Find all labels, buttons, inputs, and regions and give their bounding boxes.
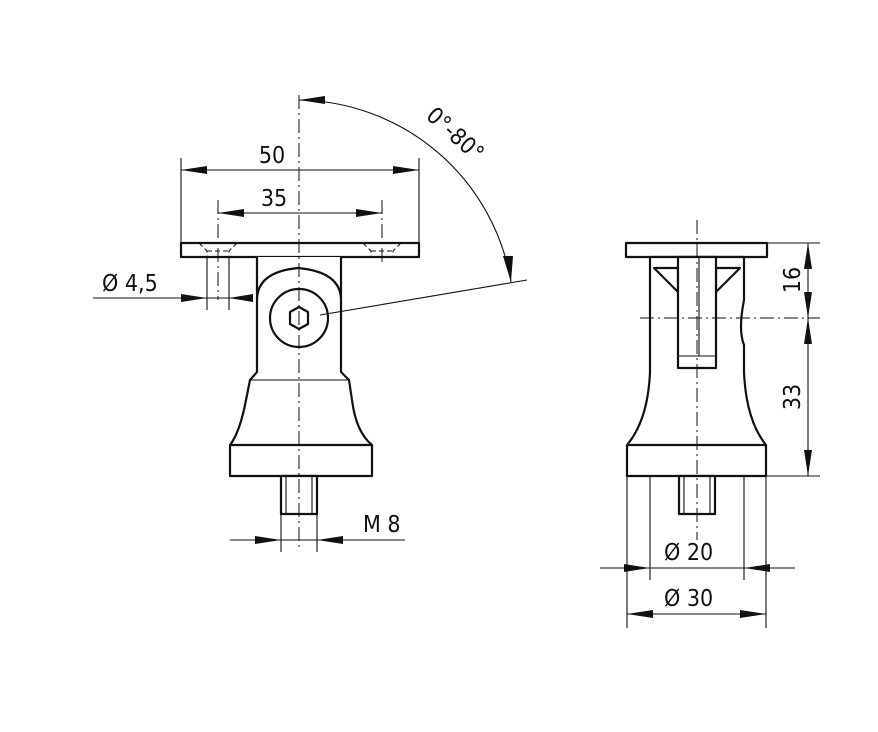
dim-hole-diameter-label: Ø 4,5 [102,271,158,297]
dim-hole-spacing-label: 35 [261,186,287,212]
dim-width-total-label: 50 [259,143,285,169]
dim-diameter-inner: Ø 20 [600,476,795,580]
countersunk-hole-left [198,200,238,300]
dim-width-total: 50 [180,143,420,243]
side-view [624,220,820,540]
dim-height-upper-label: 16 [780,267,806,293]
dim-hole-spacing: 35 [218,186,382,217]
front-view [179,95,421,548]
dim-diameter-outer: Ø 30 [626,476,767,628]
joint-body [255,257,343,302]
dim-hole-diameter: Ø 4,5 [93,257,253,310]
dim-thread-label: M 8 [363,512,401,538]
dim-height-lower: 33 [766,318,820,477]
dim-thread: M 8 [230,512,405,552]
dim-angle-range: 0°-80° [298,96,528,316]
dim-height-upper: 16 [767,242,820,318]
countersunk-hole-right [362,200,402,265]
dim-diameter-outer-label: Ø 30 [664,586,713,612]
dim-diameter-inner-label: Ø 20 [664,540,713,566]
dim-angle-range-label: 0°-80° [421,103,489,168]
mounting-plate [179,241,421,259]
dim-height-lower-label: 33 [780,384,806,410]
